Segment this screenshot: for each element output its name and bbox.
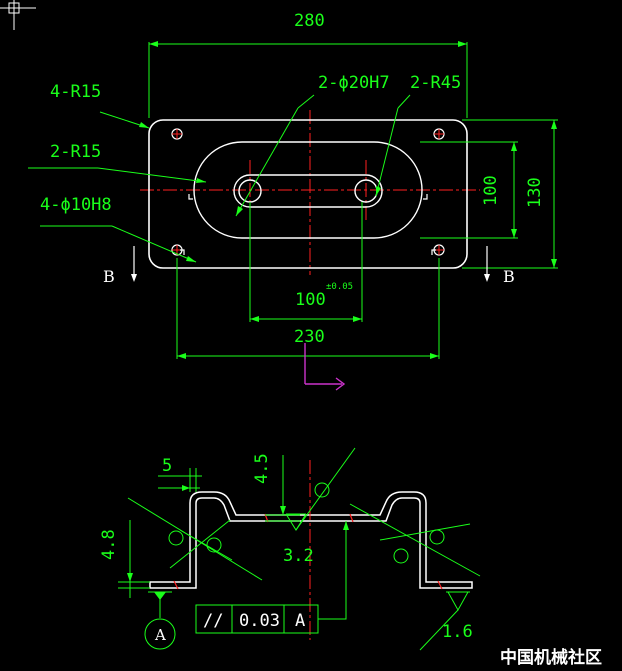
ucs-icon <box>304 343 346 391</box>
dim-100-horizontal-label: 100 <box>295 290 326 310</box>
dim-5 <box>158 468 202 492</box>
outer-oval <box>193 141 423 239</box>
roughness-3-2-label: 3.2 <box>283 546 314 566</box>
section-label-left: B <box>103 267 115 286</box>
dim-280 <box>148 42 468 118</box>
leader-2-R15 <box>28 167 207 183</box>
leader-4-phi10H8 <box>40 225 197 263</box>
dim-4-5-label: 4.5 <box>252 453 272 484</box>
dim-4-8 <box>118 520 150 598</box>
section-label-right: B <box>503 267 515 286</box>
dim-230 <box>176 258 440 359</box>
note-2-R15: 2-R15 <box>50 142 101 162</box>
dim-100-vertical <box>420 141 518 239</box>
section-view: 5 4.5 4.8 3.2 1.6 <box>99 447 481 651</box>
inner-slot <box>233 174 383 208</box>
watermark: 中国机械社区 <box>500 647 602 668</box>
note-4-phi10H8: 4-ϕ10H8 <box>40 195 112 215</box>
dim-130-label: 130 <box>525 177 545 208</box>
ucs-crosshair <box>0 0 36 30</box>
dim-4-8-label: 4.8 <box>99 529 119 560</box>
note-2-R45: 2-R45 <box>410 73 461 93</box>
datum-A-label: A <box>154 626 166 644</box>
centerlines <box>140 110 480 275</box>
small-holes <box>171 128 445 256</box>
tolerance-datum: A <box>295 611 305 631</box>
note-4-R15: 4-R15 <box>50 82 101 102</box>
leader-2-phi20H7 <box>235 94 315 217</box>
leader-2-R45 <box>375 94 411 197</box>
dim-100-vertical-label: 100 <box>481 175 501 206</box>
dim-230-label: 230 <box>294 327 325 347</box>
dim-100-horizontal <box>249 202 363 322</box>
roughness-1-6-label: 1.6 <box>442 622 473 642</box>
top-view: 280 130 100 100 ±0.05 <box>28 11 558 391</box>
dim-5-label: 5 <box>162 456 172 476</box>
plate-outline <box>148 119 468 269</box>
section-profile <box>149 491 473 589</box>
slot-tolerance: ±0.05 <box>326 282 353 292</box>
dim-280-label: 280 <box>294 11 325 31</box>
tolerance-frame <box>195 521 347 634</box>
note-2-phi20H7: 2-ϕ20H7 <box>318 73 390 93</box>
roughness-3-2 <box>285 447 356 531</box>
roughness-1-6 <box>419 591 470 651</box>
dim-4-5 <box>265 455 300 522</box>
dim-130 <box>462 119 558 269</box>
tolerance-symbol: // <box>203 611 223 631</box>
tolerance-value: 0.03 <box>239 611 280 631</box>
